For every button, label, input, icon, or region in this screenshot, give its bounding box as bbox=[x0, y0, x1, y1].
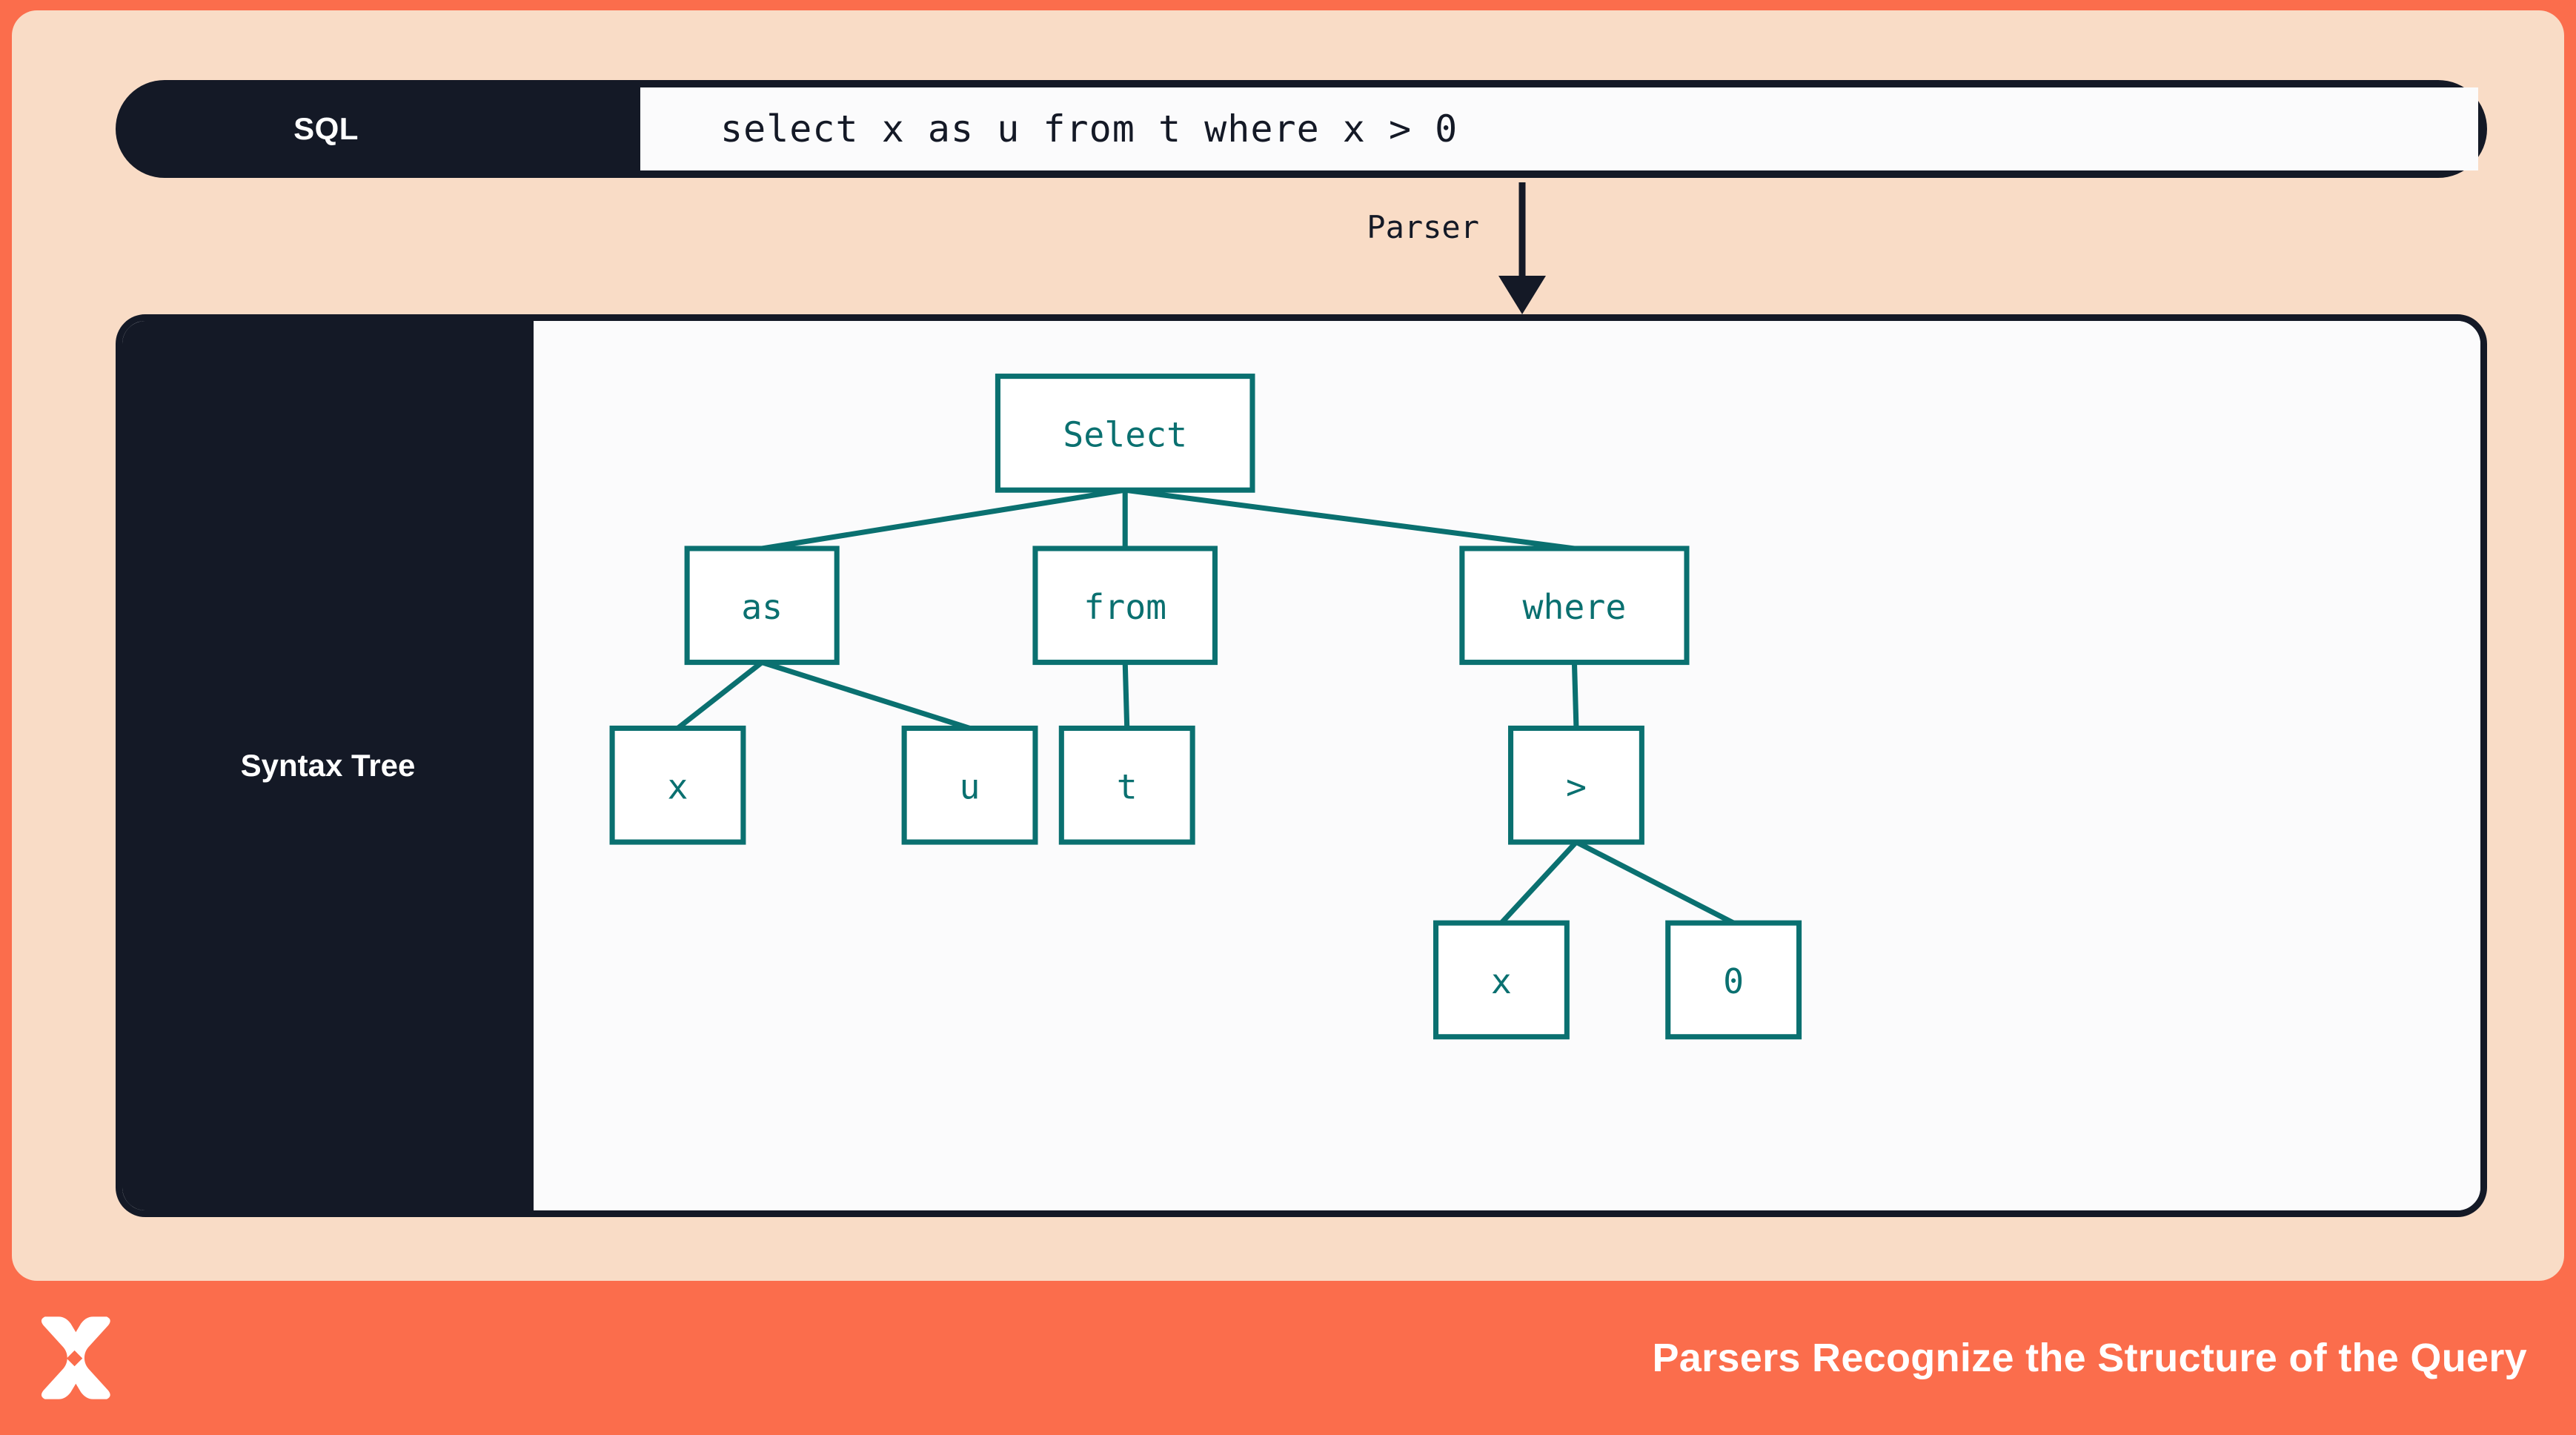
tree-node-label: Select bbox=[1063, 414, 1187, 454]
main-canvas: SQL Parser Syntax Tree Select as from where… bbox=[12, 10, 2564, 1281]
sql-query-input[interactable] bbox=[640, 87, 2478, 170]
tree-node-label: t bbox=[1117, 766, 1138, 806]
parser-step: Parser bbox=[1257, 182, 1642, 316]
tree-node-box bbox=[1508, 725, 1644, 845]
tree-node-box bbox=[1665, 920, 1802, 1040]
tree-node-label: 0 bbox=[1723, 961, 1744, 1001]
sql-row: SQL bbox=[116, 80, 2487, 178]
tree-edge bbox=[1571, 662, 1579, 729]
tree-node-box bbox=[1058, 725, 1195, 845]
tree-node[interactable]: x bbox=[1433, 920, 1570, 1040]
tree-node-label: u bbox=[960, 766, 980, 806]
tree-edge bbox=[676, 660, 764, 731]
tree-edge bbox=[1499, 840, 1579, 925]
syntax-tree-sidebar: Syntax Tree bbox=[122, 321, 534, 1210]
tree-node[interactable]: t bbox=[1058, 725, 1195, 845]
tree-node-box bbox=[1459, 546, 1690, 666]
tree-node-box bbox=[609, 725, 746, 845]
tree-edge bbox=[1575, 839, 1735, 926]
tree-node-label: from bbox=[1083, 587, 1166, 627]
syntax-tree-sidebar-label: Syntax Tree bbox=[240, 748, 416, 783]
tree-edge bbox=[761, 660, 971, 731]
tree-node[interactable]: x bbox=[609, 725, 746, 845]
sql-label-text: SQL bbox=[293, 111, 359, 146]
tree-edge bbox=[761, 487, 1126, 551]
tree-edges bbox=[676, 487, 1735, 926]
tree-node[interactable]: 0 bbox=[1665, 920, 1802, 1040]
tree-node[interactable]: as bbox=[684, 546, 840, 666]
tree-node-box bbox=[901, 725, 1038, 845]
sql-label-pill: SQL bbox=[116, 80, 537, 178]
tree-node-label: x bbox=[668, 766, 688, 806]
tree-node-box bbox=[1433, 920, 1570, 1040]
tree-node[interactable]: > bbox=[1508, 725, 1644, 845]
tree-node-label: where bbox=[1522, 587, 1626, 627]
footer-bar: Parsers Recognize the Structure of the Q… bbox=[0, 1281, 2576, 1435]
tree-node-label: x bbox=[1491, 961, 1512, 1001]
sql-input-container bbox=[537, 80, 2487, 178]
tree-node[interactable]: Select bbox=[995, 374, 1255, 493]
tree-node-label: > bbox=[1566, 766, 1587, 806]
tree-node[interactable]: where bbox=[1459, 546, 1690, 666]
tree-node-box bbox=[1032, 546, 1218, 666]
tree-node-box bbox=[684, 546, 840, 666]
syntax-tree-canvas: Select as from where x u t > x 0 bbox=[534, 321, 2480, 1210]
tree-edge bbox=[1122, 662, 1130, 729]
tree-edge bbox=[1124, 487, 1575, 551]
parser-label: Parser bbox=[1367, 209, 1479, 245]
tree-node[interactable]: u bbox=[901, 725, 1038, 845]
tree-node-box bbox=[995, 374, 1255, 493]
footer-caption: Parsers Recognize the Structure of the Q… bbox=[1652, 1336, 2527, 1380]
syntax-tree-graph: Select as from where x u t > x 0 bbox=[609, 374, 1802, 1040]
syntax-tree-panel: Syntax Tree Select as from where x u t > x 0 bbox=[116, 314, 2487, 1217]
tree-node-label: as bbox=[741, 587, 783, 627]
brand-x-logo-icon bbox=[41, 1316, 110, 1399]
arrow-down-icon bbox=[1498, 182, 1546, 314]
tree-node[interactable]: from bbox=[1032, 546, 1218, 666]
